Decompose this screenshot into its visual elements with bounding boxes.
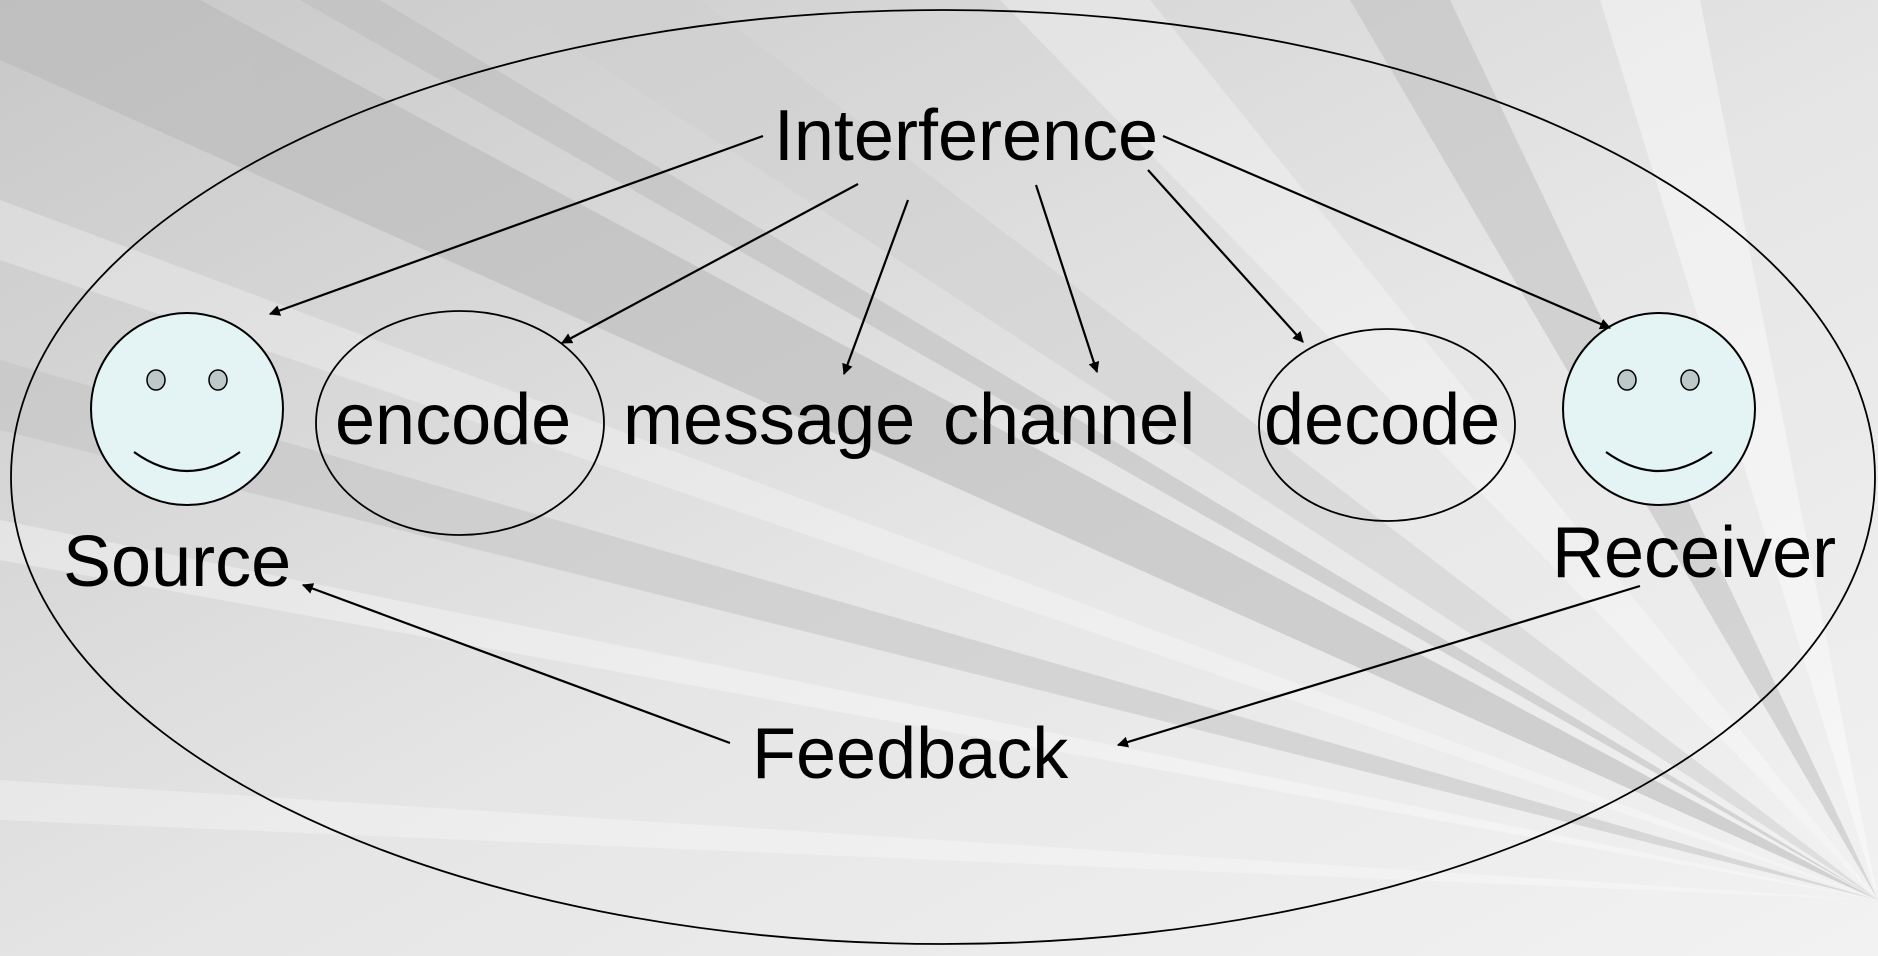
receiver-face-icon bbox=[1562, 312, 1756, 506]
arrow-interference-to-message bbox=[842, 199, 910, 376]
receiver-label: Receiver bbox=[1552, 513, 1836, 593]
source-face-icon bbox=[90, 312, 284, 506]
decode-label: decode bbox=[1264, 380, 1500, 460]
source-label: Source bbox=[63, 522, 291, 602]
interference-label: Interference bbox=[774, 96, 1158, 176]
arrow-interference-to-decode bbox=[1147, 169, 1304, 343]
arrow-receiver-to-feedback bbox=[1116, 584, 1641, 748]
encode-label: encode bbox=[335, 380, 571, 460]
encode-ellipse bbox=[315, 310, 605, 536]
arrow-interference-to-encode bbox=[561, 183, 859, 344]
message-label: message bbox=[623, 380, 915, 460]
arrow-interference-to-source bbox=[268, 134, 764, 316]
arrow-interference-to-channel bbox=[1034, 184, 1100, 374]
environment-ellipse bbox=[10, 9, 1876, 945]
decode-ellipse bbox=[1258, 328, 1516, 522]
channel-label: channel bbox=[943, 380, 1195, 460]
arrow-interference-to-receiver bbox=[1162, 134, 1612, 330]
arrow-feedback-to-source bbox=[301, 583, 731, 745]
feedback-label: Feedback bbox=[752, 714, 1069, 794]
